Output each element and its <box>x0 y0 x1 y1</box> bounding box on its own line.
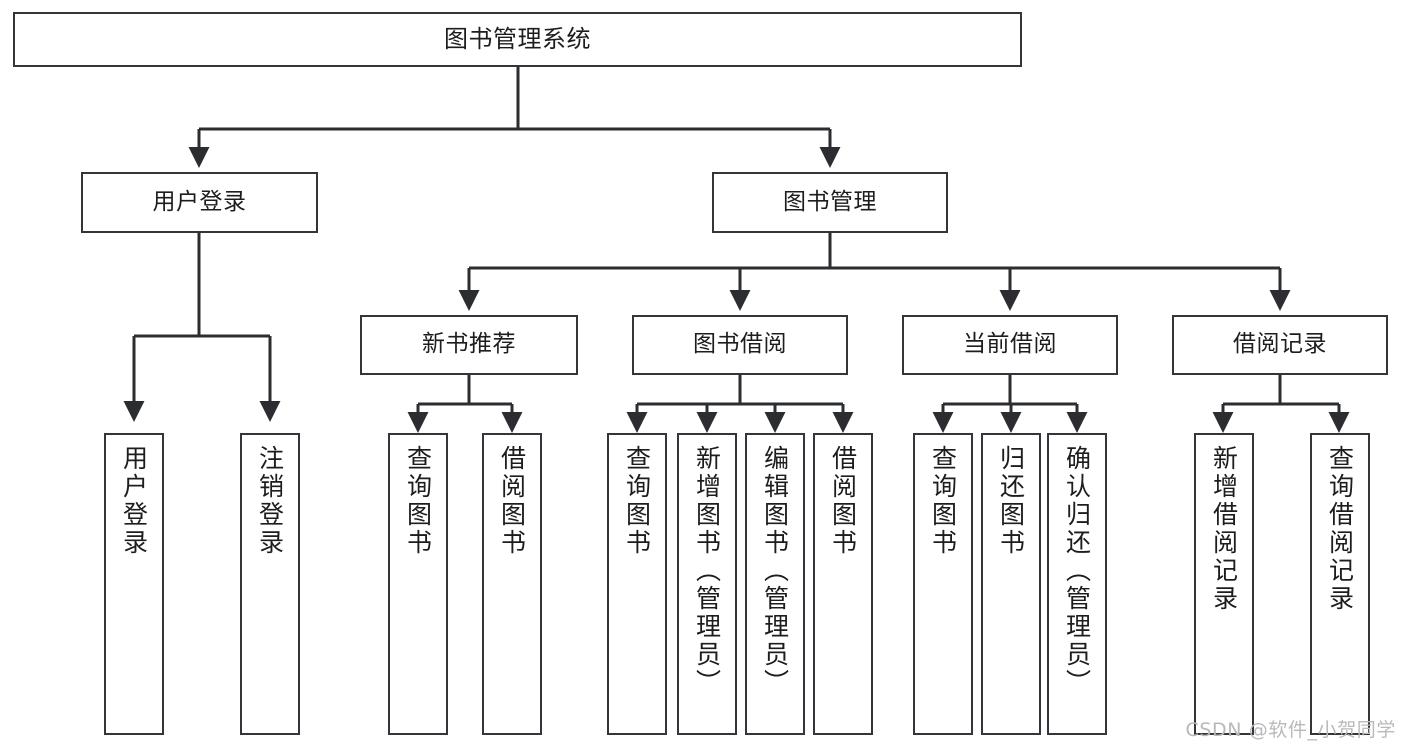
node-label: 新增图书（管理员） <box>692 445 722 697</box>
node-current-borrow[interactable]: 当前借阅 <box>902 315 1118 375</box>
leaf-return-book[interactable]: 归还图书 <box>981 433 1041 735</box>
leaf-query-borrow-record[interactable]: 查询借阅记录 <box>1310 433 1370 735</box>
node-root-library-system[interactable]: 图书管理系统 <box>13 12 1022 67</box>
node-book-borrow[interactable]: 图书借阅 <box>632 315 848 375</box>
leaf-user-logout[interactable]: 注销登录 <box>240 433 300 735</box>
node-label: 查询借阅记录 <box>1325 445 1355 613</box>
node-label: 借阅图书 <box>828 445 858 557</box>
node-label: 编辑图书（管理员） <box>760 445 790 697</box>
node-label: 图书管理系统 <box>444 25 591 54</box>
node-user-login[interactable]: 用户登录 <box>81 172 318 233</box>
node-label: 查询图书 <box>622 445 652 557</box>
node-label: 归还图书 <box>996 445 1026 557</box>
node-label: 新书推荐 <box>422 331 516 358</box>
node-label: 借阅记录 <box>1233 331 1327 358</box>
node-label: 查询图书 <box>403 445 433 557</box>
node-label: 图书借阅 <box>693 331 787 358</box>
node-label: 查询图书 <box>928 445 958 557</box>
leaf-borrow-book-recommend[interactable]: 借阅图书 <box>482 433 542 735</box>
node-label: 用户登录 <box>119 445 149 557</box>
node-new-book-recommend[interactable]: 新书推荐 <box>360 315 578 375</box>
node-label: 用户登录 <box>152 188 247 215</box>
node-label: 新增借阅记录 <box>1209 445 1239 613</box>
leaf-query-book[interactable]: 查询图书 <box>607 433 667 735</box>
leaf-add-borrow-record[interactable]: 新增借阅记录 <box>1194 433 1254 735</box>
node-label: 确认归还（管理员） <box>1062 445 1092 697</box>
leaf-query-book-current[interactable]: 查询图书 <box>913 433 973 735</box>
leaf-add-book-admin[interactable]: 新增图书（管理员） <box>677 433 737 735</box>
node-book-management[interactable]: 图书管理 <box>712 172 948 233</box>
node-borrow-record[interactable]: 借阅记录 <box>1172 315 1388 375</box>
leaf-query-book-recommend[interactable]: 查询图书 <box>388 433 448 735</box>
leaf-edit-book-admin[interactable]: 编辑图书（管理员） <box>745 433 805 735</box>
leaf-confirm-return-admin[interactable]: 确认归还（管理员） <box>1047 433 1107 735</box>
node-label: 当前借阅 <box>963 331 1057 358</box>
node-label: 注销登录 <box>255 445 285 557</box>
leaf-borrow-book[interactable]: 借阅图书 <box>813 433 873 735</box>
leaf-user-login[interactable]: 用户登录 <box>104 433 164 735</box>
node-label: 图书管理 <box>783 188 877 215</box>
csdn-watermark: CSDN @软件_小贺同学 <box>1185 719 1396 741</box>
node-label: 借阅图书 <box>497 445 527 557</box>
